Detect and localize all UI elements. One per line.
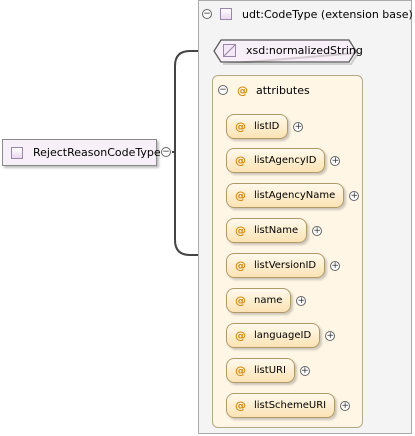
attribute-row: @ listVersionID + xyxy=(226,253,341,278)
attribute-icon: @ xyxy=(235,189,246,202)
simple-type-icon xyxy=(223,44,236,57)
attribute-icon: @ xyxy=(237,83,248,97)
attribute-expand-toggle[interactable]: + xyxy=(330,155,341,166)
attribute-icon: @ xyxy=(235,224,246,237)
attribute-box[interactable]: @ listAgencyName xyxy=(226,183,345,208)
attribute-box[interactable]: @ languageID xyxy=(226,323,321,348)
extension-label: udt:CodeType (extension base) xyxy=(242,7,413,21)
attribute-box[interactable]: @ listName xyxy=(226,218,308,243)
attribute-name: listURI xyxy=(254,365,286,376)
attribute-box[interactable]: @ listVersionID xyxy=(226,253,326,278)
attribute-box[interactable]: @ listID xyxy=(226,114,289,139)
attribute-name: listVersionID xyxy=(254,260,317,271)
root-collapse-toggle[interactable]: − xyxy=(161,147,171,157)
extension-collapse-toggle[interactable]: − xyxy=(202,9,212,19)
attribute-row: @ languageID + xyxy=(226,323,336,348)
attribute-icon: @ xyxy=(235,120,246,133)
attribute-box[interactable]: @ name xyxy=(226,288,292,313)
attribute-icon: @ xyxy=(235,294,246,307)
attribute-name: name xyxy=(254,295,283,306)
attribute-row: @ listAgencyID + xyxy=(226,148,341,173)
attribute-name: languageID xyxy=(254,330,312,341)
attribute-expand-toggle[interactable]: + xyxy=(296,295,307,306)
attribute-expand-toggle[interactable]: + xyxy=(330,260,341,271)
attribute-row: @ listSchemeURI + xyxy=(226,393,351,418)
attribute-icon: @ xyxy=(235,154,246,167)
attributes-label: attributes xyxy=(256,83,310,97)
attribute-expand-toggle[interactable]: + xyxy=(299,365,310,376)
root-element-box[interactable]: RejectReasonCodeType xyxy=(2,139,161,166)
complex-type-icon xyxy=(220,8,232,20)
attribute-icon: @ xyxy=(235,399,246,412)
simple-type-label: xsd:normalizedString xyxy=(246,44,363,57)
root-element-label: RejectReasonCodeType xyxy=(33,146,161,159)
attribute-icon: @ xyxy=(235,259,246,272)
attribute-expand-toggle[interactable]: + xyxy=(349,190,360,201)
attribute-box[interactable]: @ listSchemeURI xyxy=(226,393,336,418)
simple-type-box[interactable]: xsd:normalizedString xyxy=(213,39,363,65)
attribute-box[interactable]: @ listAgencyID xyxy=(226,148,326,173)
attribute-expand-toggle[interactable]: + xyxy=(340,400,351,411)
attribute-expand-toggle[interactable]: + xyxy=(293,121,304,132)
attribute-name: listSchemeURI xyxy=(254,400,327,411)
attributes-collapse-toggle[interactable]: − xyxy=(218,85,228,95)
simple-type-shape xyxy=(213,39,359,65)
attribute-icon: @ xyxy=(235,364,246,377)
extension-header: − udt:CodeType (extension base) xyxy=(202,6,413,22)
attribute-name: listAgencyID xyxy=(254,155,317,166)
attribute-row: @ name + xyxy=(226,288,307,313)
attribute-row: @ listAgencyName + xyxy=(226,183,360,208)
attribute-expand-toggle[interactable]: + xyxy=(312,225,323,236)
attribute-name: listID xyxy=(254,121,280,132)
complex-type-icon xyxy=(11,146,23,159)
attribute-row: @ listURI + xyxy=(226,358,310,383)
attribute-row: @ listName + xyxy=(226,218,323,243)
attribute-icon: @ xyxy=(235,329,246,342)
connector-bracket xyxy=(174,50,191,256)
attribute-name: listAgencyName xyxy=(254,190,336,201)
attribute-box[interactable]: @ listURI xyxy=(226,358,295,383)
attribute-name: listName xyxy=(254,225,299,236)
attribute-expand-toggle[interactable]: + xyxy=(325,330,336,341)
attribute-row: @ listID + xyxy=(226,114,304,139)
attributes-header: − @ attributes xyxy=(218,82,310,98)
